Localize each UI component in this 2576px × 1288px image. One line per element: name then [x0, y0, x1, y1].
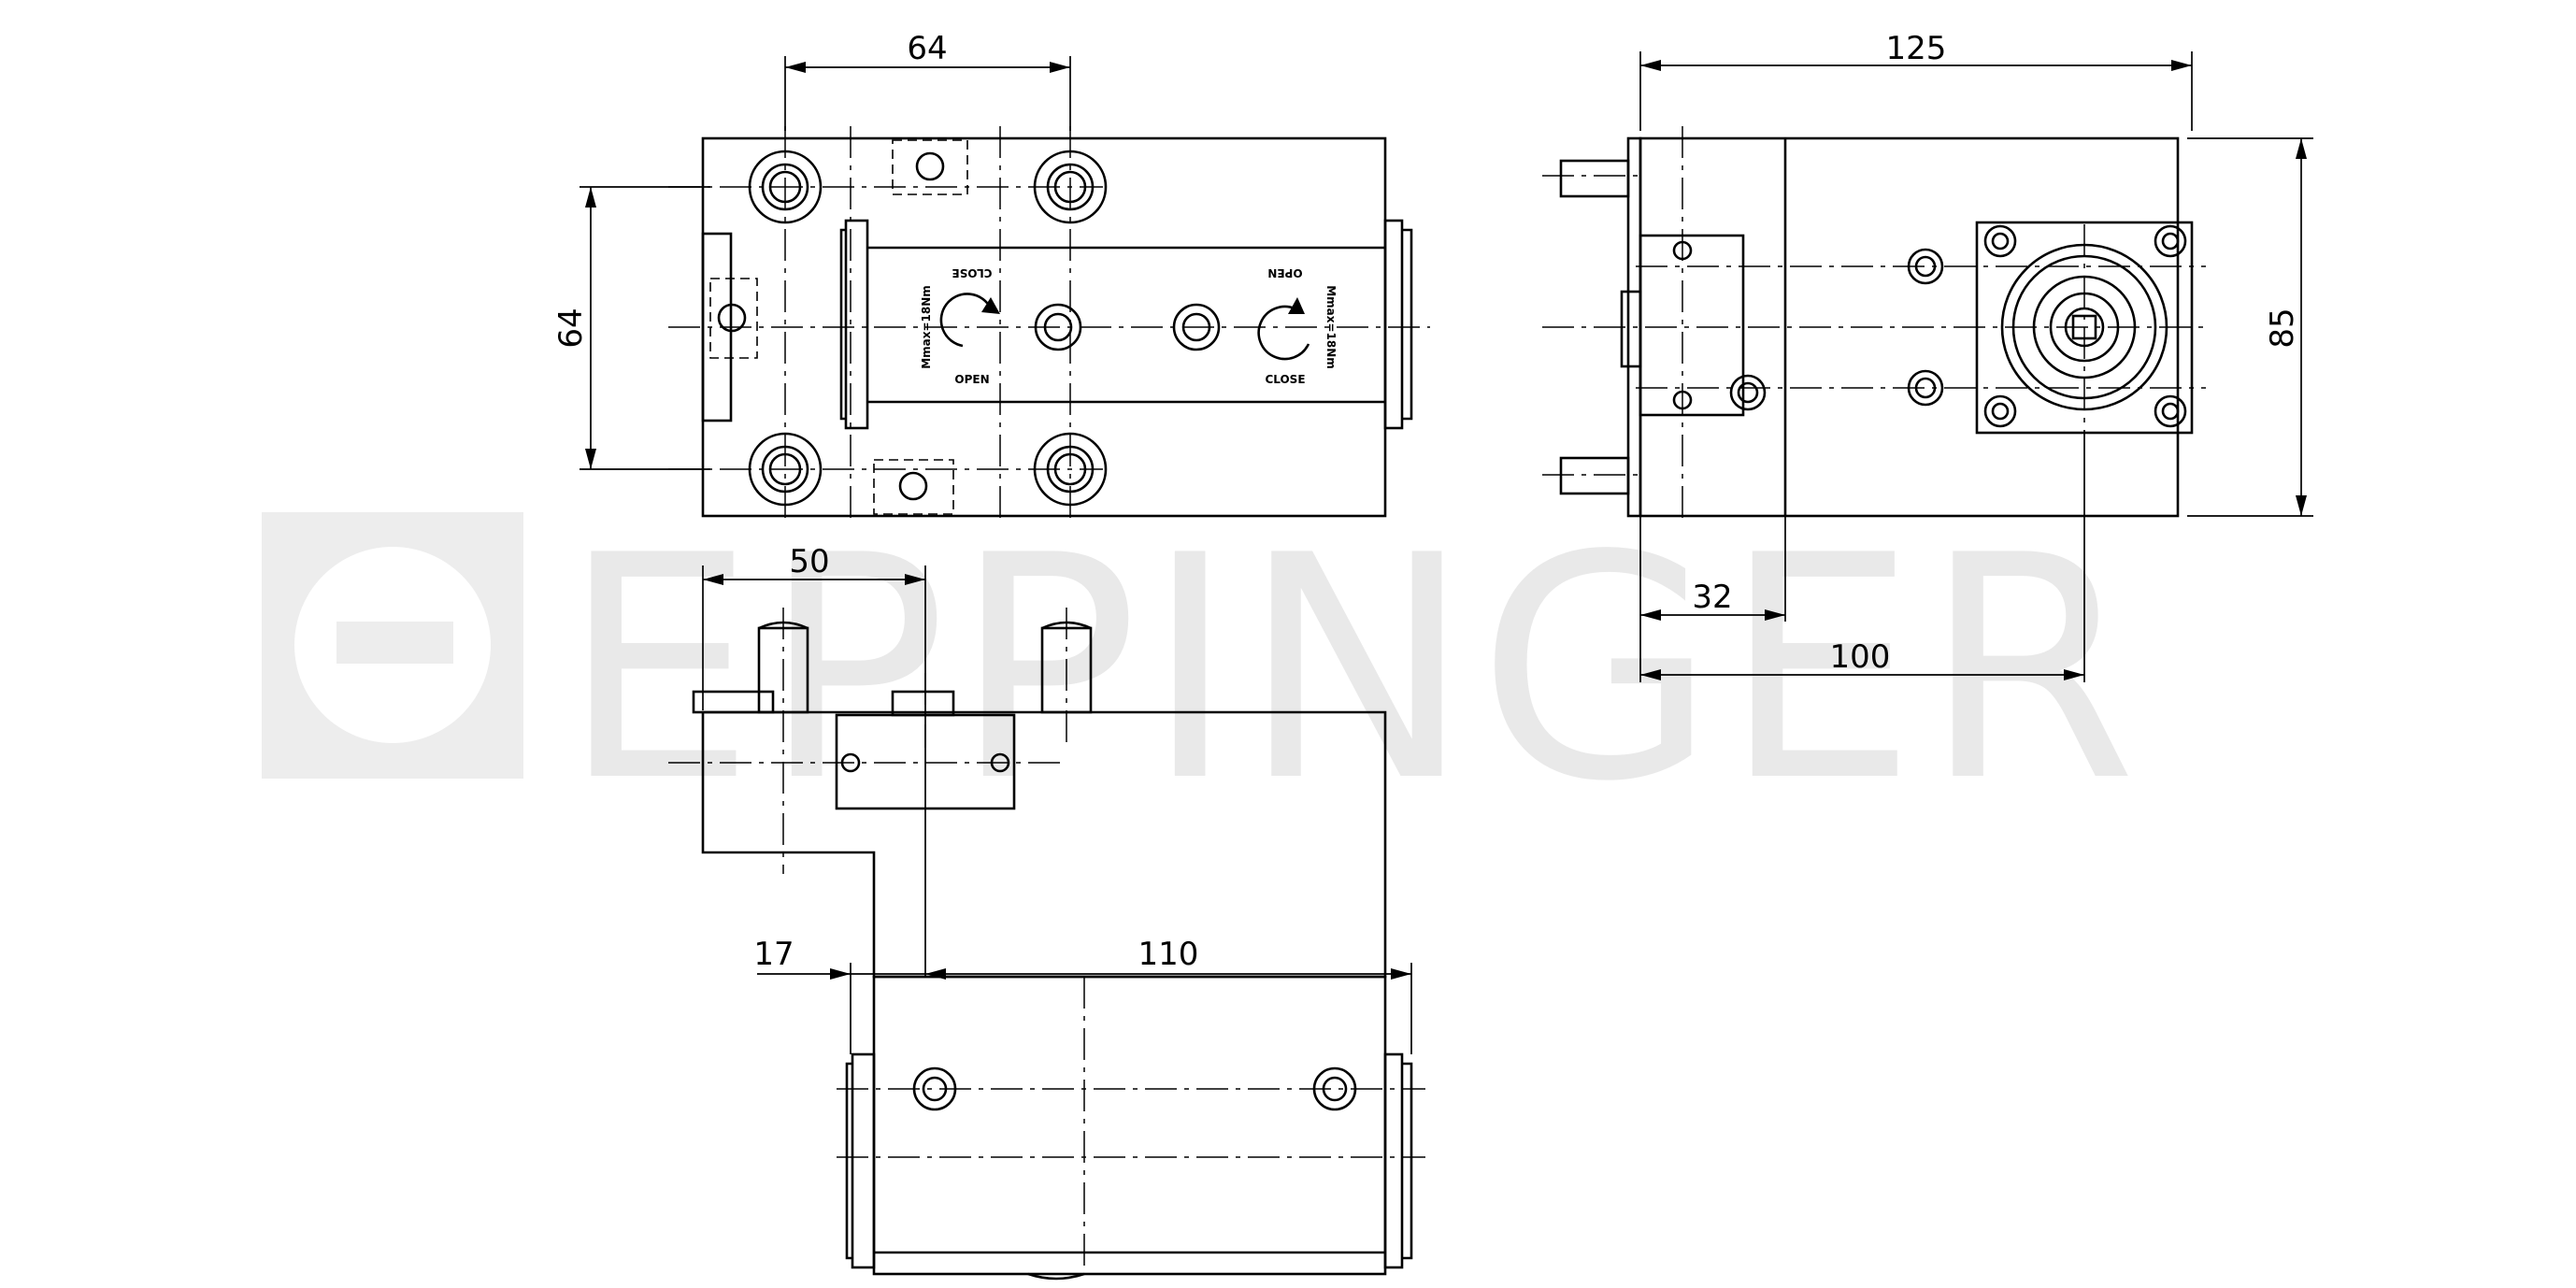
- torque-label: Mmax=18Nm: [1324, 285, 1338, 369]
- front-view: 50 17 110: [668, 543, 1425, 1281]
- watermark-text: EPPINGER: [561, 490, 2142, 849]
- rotation-arrow-icon: [1257, 297, 1310, 361]
- dim-top-height: 64: [552, 308, 590, 348]
- dim-front-offset: 50: [789, 543, 829, 580]
- open-label: OPEN: [1267, 266, 1302, 279]
- dim-side-width: 125: [1886, 30, 1947, 67]
- watermark: EPPINGER: [262, 490, 2142, 849]
- dim-side-offset: 32: [1692, 579, 1732, 616]
- top-view: CLOSE OPEN OPEN CLOSE Mmax=18Nm Mmax=18N…: [552, 30, 1430, 523]
- rotation-arrow-icon: [939, 293, 1000, 348]
- dim-front-small: 17: [753, 936, 794, 973]
- close-label: CLOSE: [1265, 373, 1305, 386]
- side-view: 125 85 32 100: [1542, 30, 2313, 682]
- dim-front-length: 110: [1138, 936, 1199, 973]
- dim-top-width: 64: [907, 30, 947, 67]
- dim-side-length: 100: [1830, 638, 1891, 676]
- dim-side-height: 85: [2264, 308, 2301, 348]
- close-label: CLOSE: [952, 266, 992, 279]
- open-label: OPEN: [954, 373, 989, 386]
